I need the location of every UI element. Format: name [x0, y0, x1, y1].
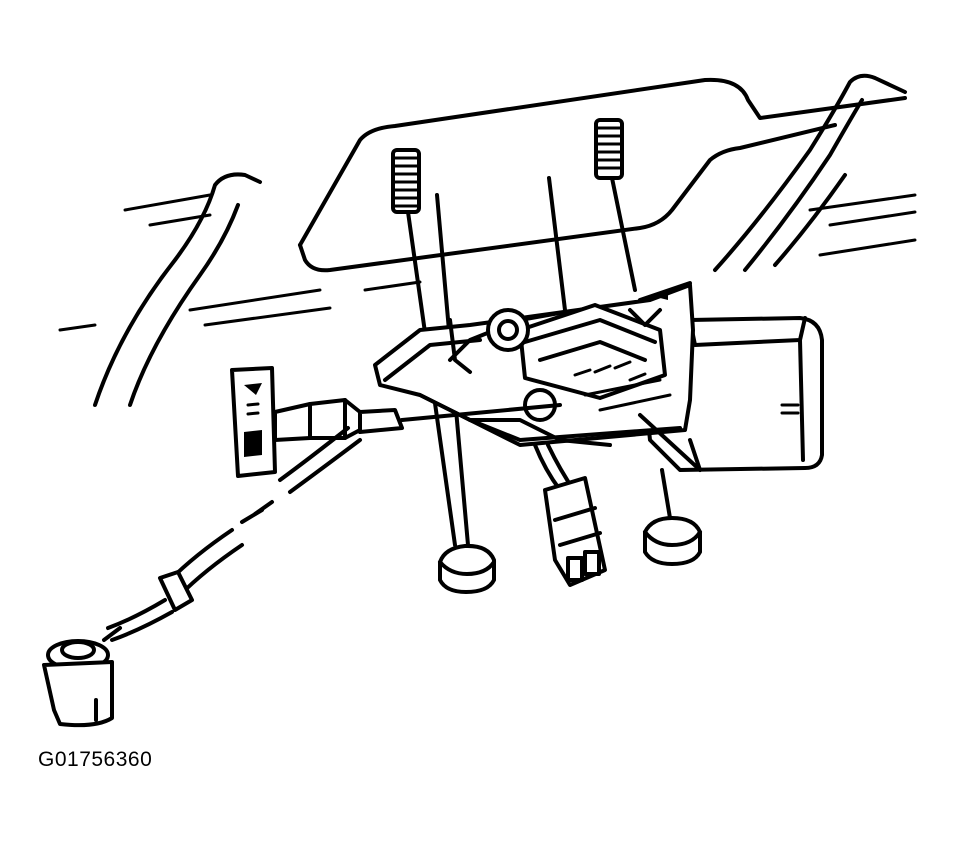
pigtail-harness [42, 366, 562, 728]
floor-panel-outline [58, 73, 917, 407]
center-connector [533, 443, 607, 587]
figure-id-label: G01756360 [38, 748, 153, 771]
nut-left [438, 543, 496, 594]
spring-right [547, 118, 637, 312]
nut-right [643, 468, 702, 566]
motor-module [373, 281, 824, 472]
